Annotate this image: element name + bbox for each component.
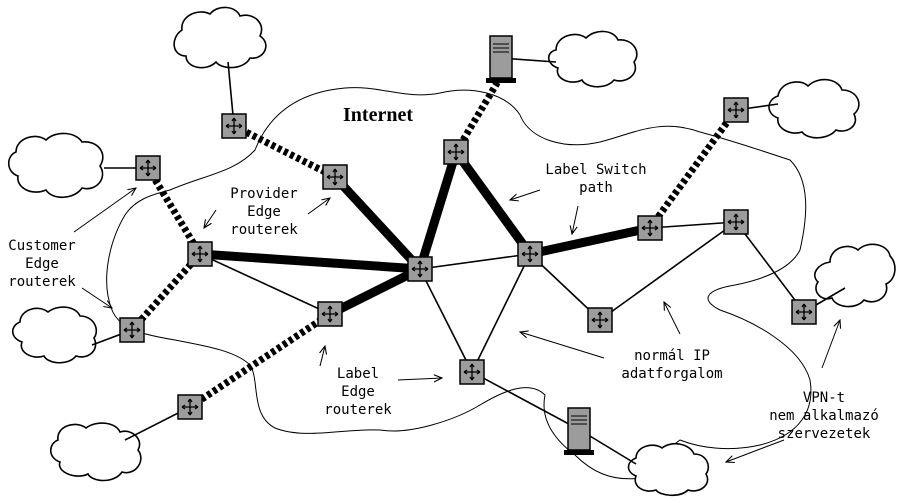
svg-text:adatforgalom: adatforgalom — [621, 366, 722, 382]
router-icon — [459, 359, 485, 385]
router-icon — [791, 299, 817, 325]
cloud-icon — [627, 442, 710, 497]
router-icon — [587, 307, 613, 333]
annotation-arrows — [73, 188, 840, 462]
svg-text:Label Switch: Label Switch — [545, 162, 646, 178]
routers — [119, 97, 817, 420]
svg-text:VPN-t: VPN-t — [803, 390, 845, 406]
svg-text:Customer: Customer — [8, 238, 75, 254]
cloud-icon — [768, 78, 860, 139]
svg-text:szervezetek: szervezetek — [778, 426, 871, 442]
svg-text:path: path — [579, 180, 613, 196]
router-icon — [177, 394, 203, 420]
router-icon — [119, 317, 145, 343]
label-edge-label: Label Edge routerek — [324, 366, 392, 418]
server-icon — [564, 407, 594, 455]
cloud-icon — [814, 243, 896, 308]
svg-text:Edge: Edge — [25, 256, 59, 272]
router-icon — [187, 241, 213, 267]
cloud-icon — [173, 6, 267, 69]
cloud-icon — [49, 422, 142, 482]
svg-text:Label: Label — [337, 366, 379, 382]
svg-text:Provider: Provider — [230, 186, 297, 202]
svg-text:routerek: routerek — [8, 274, 76, 290]
non-vpn-organizations-label: VPN-t nem alkalmazó szervezetek — [769, 390, 879, 442]
svg-text:routerek: routerek — [230, 222, 298, 238]
internet-title: Internet — [343, 104, 413, 126]
router-icon — [723, 97, 749, 123]
svg-text:normál IP: normál IP — [634, 348, 710, 364]
cloud-icon — [547, 30, 638, 88]
customer-edge-label: Customer Edge routerek — [8, 238, 76, 290]
cloud-icon — [11, 306, 98, 364]
router-icon — [443, 139, 469, 165]
router-icon — [322, 164, 348, 190]
router-icon — [637, 215, 663, 241]
svg-text:Edge: Edge — [341, 384, 375, 400]
provider-edge-label: Provider Edge routerek — [230, 186, 298, 238]
label-switch-path-label: Label Switch path — [545, 162, 646, 196]
cloud-icon — [7, 132, 104, 199]
svg-text:Edge: Edge — [247, 204, 281, 220]
server-icon — [486, 35, 516, 83]
normal-ip-traffic-label: normál IP adatforgalom — [621, 348, 722, 382]
svg-text:routerek: routerek — [324, 402, 392, 418]
router-icon — [723, 209, 749, 235]
router-icon — [317, 301, 343, 327]
label-switch-path-links — [199, 149, 651, 319]
router-icon — [221, 113, 247, 139]
svg-text:nem alkalmazó: nem alkalmazó — [769, 408, 879, 424]
router-icon — [135, 155, 161, 181]
router-icon — [407, 256, 433, 282]
router-icon — [517, 241, 543, 267]
